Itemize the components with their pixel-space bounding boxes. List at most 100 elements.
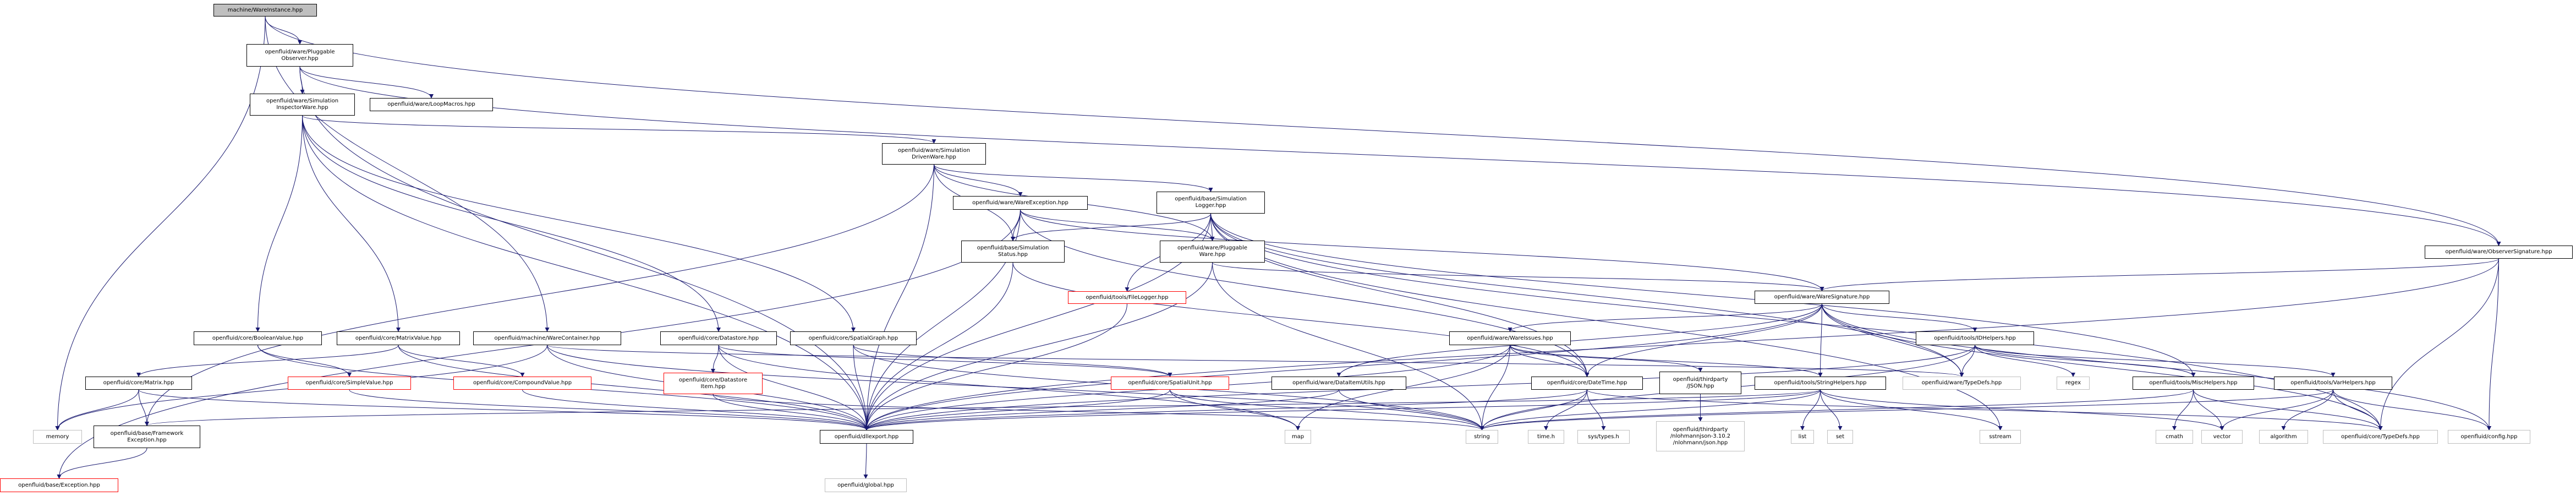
edge-dstore-to-map (718, 345, 1300, 430)
node-idh[interactable]: openfluid/tools/IDHelpers.hpp (1916, 331, 2034, 345)
edge-dtime-to-ctd (1587, 389, 2383, 430)
edge-dsitem-to-string (712, 394, 1484, 430)
edge-pware-to-wsig (1212, 262, 1824, 291)
edge-pobs-to-osig (299, 66, 2501, 246)
node-sdw[interactable]: openfluid/ware/Simulation DrivenWare.hpp (882, 143, 986, 165)
edge-mval-to-dll (398, 345, 869, 430)
edge-wsig-to-wtd (1822, 303, 1964, 377)
edge-pware-to-string (1212, 262, 1484, 430)
node-systypes: sys/types.h (1577, 430, 1630, 444)
node-sunit[interactable]: openfluid/core/SpatialUnit.hpp (1111, 377, 1229, 390)
node-map: map (1285, 430, 1311, 444)
edge-varh-to-algorithm (2281, 389, 2333, 430)
node-osig[interactable]: openfluid/ware/ObserverSignature.hpp (2425, 246, 2573, 259)
node-exc[interactable]: openfluid/base/Exception.hpp (0, 478, 118, 492)
node-sval[interactable]: openfluid/core/SimpleValue.hpp (288, 377, 411, 390)
edge-pware-to-dll (864, 262, 1213, 430)
edge-wcont-to-string (547, 345, 1484, 430)
edge-idh-to-misch (1975, 345, 2196, 377)
node-config: openfluid/config.hpp (2448, 430, 2530, 444)
edge-osig-to-config (2487, 258, 2499, 430)
edge-matrix-to-memory (55, 389, 139, 430)
edge-misch-to-vector (2193, 389, 2224, 430)
edge-siw-to-dll (302, 115, 869, 430)
node-pware[interactable]: openfluid/ware/Pluggable Ware.hpp (1160, 241, 1265, 263)
edge-wiss-to-string (1479, 345, 1510, 430)
node-sstat[interactable]: openfluid/base/Simulation Status.hpp (961, 241, 1065, 263)
edge-wexc-to-wsig (1020, 209, 1824, 291)
edge-strh-to-fexc (145, 389, 1821, 426)
edge-sgraph-to-sunit (853, 345, 1172, 377)
edge-sval-to-dll (349, 389, 869, 430)
node-diu[interactable]: openfluid/ware/DataItemUtils.hpp (1271, 377, 1406, 390)
edge-dstore-to-dll (718, 345, 869, 430)
edge-idh-to-varh (1975, 345, 2336, 377)
edge-dtime-to-timeh (1544, 389, 1587, 430)
edge-dtime-to-dll (864, 389, 1587, 430)
edge-wsig-to-dll (864, 303, 1822, 430)
edge-pobs-to-loop (299, 66, 434, 99)
node-mval[interactable]: openfluid/core/MatrixValue.hpp (337, 331, 460, 345)
node-wtd: openfluid/ware/TypeDefs.hpp (1903, 377, 2021, 390)
edge-sdw-to-wexc (934, 164, 1023, 197)
edge-root-to-pobs (265, 16, 302, 45)
edge-fexc-to-exc (57, 448, 147, 479)
node-pobs[interactable]: openfluid/ware/Pluggable Observer.hpp (246, 44, 353, 67)
node-wsig[interactable]: openfluid/ware/WareSignature.hpp (1755, 291, 1889, 304)
node-fexc[interactable]: openfluid/base/Framework Exception.hpp (94, 426, 200, 448)
node-memory: memory (33, 430, 82, 444)
node-slog[interactable]: openfluid/base/Simulation Logger.hpp (1157, 192, 1265, 214)
node-sstream: sstream (1980, 430, 2021, 444)
edge-wsig-to-strh (1818, 303, 1823, 377)
edge-osig-to-ctd (2378, 258, 2499, 430)
node-string: string (1466, 430, 1498, 444)
edge-varh-to-string (1479, 389, 2333, 430)
node-bval[interactable]: openfluid/core/BooleanValue.hpp (194, 331, 322, 345)
node-loop[interactable]: openfluid/ware/LoopMacros.hpp (370, 98, 493, 111)
node-wcont[interactable]: openfluid/machine/WareContainer.hpp (473, 331, 621, 345)
node-dtime[interactable]: openfluid/core/DateTime.hpp (1531, 377, 1643, 390)
node-flog[interactable]: openfluid/tools/FileLogger.hpp (1068, 291, 1186, 304)
node-wexc[interactable]: openfluid/ware/WareException.hpp (953, 196, 1088, 210)
node-cval[interactable]: openfluid/core/CompoundValue.hpp (453, 377, 591, 390)
node-misch[interactable]: openfluid/tools/MiscHelpers.hpp (2133, 377, 2254, 390)
edge-matrix-to-dll (138, 389, 869, 430)
edge-sdw-to-fexc (145, 164, 934, 426)
node-wiss[interactable]: openfluid/ware/WareIssues.hpp (1449, 331, 1571, 345)
node-dll[interactable]: openfluid/dllexport.hpp (820, 430, 913, 444)
node-dsitem[interactable]: openfluid/core/Datastore Item.hpp (664, 373, 763, 394)
edge-sunit-to-string (1170, 389, 1484, 430)
edge-siw-to-bval (255, 115, 303, 332)
node-siw[interactable]: openfluid/ware/Simulation InspectorWare.… (250, 94, 355, 116)
edge-mval-to-matrix (136, 345, 399, 377)
edge-osig-to-wsig (1819, 258, 2499, 291)
node-matrix[interactable]: openfluid/core/Matrix.hpp (85, 377, 192, 390)
edge-dtime-to-string (1479, 389, 1587, 430)
edge-diu-to-string (1339, 389, 1484, 430)
edge-idh-to-regex (1975, 345, 2075, 377)
edge-siw-to-mval (302, 115, 401, 332)
edge-osig-to-dll (864, 258, 2499, 430)
edge-strh-to-list (1800, 389, 1821, 430)
node-strh[interactable]: openfluid/tools/StringHelpers.hpp (1755, 377, 1886, 390)
edge-root-to-wcont (265, 16, 550, 332)
node-sgraph[interactable]: openfluid/core/SpatialGraph.hpp (790, 331, 917, 345)
edge-wiss-to-json (1510, 345, 1703, 372)
node-root[interactable]: machine/WareInstance.hpp (213, 4, 317, 17)
edge-siw-to-dstore (302, 115, 721, 332)
edge-misch-to-cmath (2172, 389, 2194, 430)
node-varh[interactable]: openfluid/tools/VarHelpers.hpp (2274, 377, 2392, 390)
edge-sdw-to-slog (934, 164, 1213, 192)
edge-siw-to-sdw (302, 115, 936, 144)
node-regex: regex (2057, 377, 2090, 390)
node-dstore[interactable]: openfluid/core/Datastore.hpp (660, 331, 777, 345)
edge-dstore-to-dsitem (711, 345, 719, 373)
edge-slog-to-sstat (1011, 213, 1211, 241)
node-json[interactable]: openfluid/thirdparty /JSON.hpp (1659, 372, 1741, 394)
edge-root-to-osig (265, 16, 2501, 246)
edge-root-to-memory (55, 16, 266, 430)
edge-idh-to-wtd (1959, 345, 1975, 377)
edge-matrix-to-fexc (138, 389, 149, 426)
node-vector: vector (2201, 430, 2243, 444)
